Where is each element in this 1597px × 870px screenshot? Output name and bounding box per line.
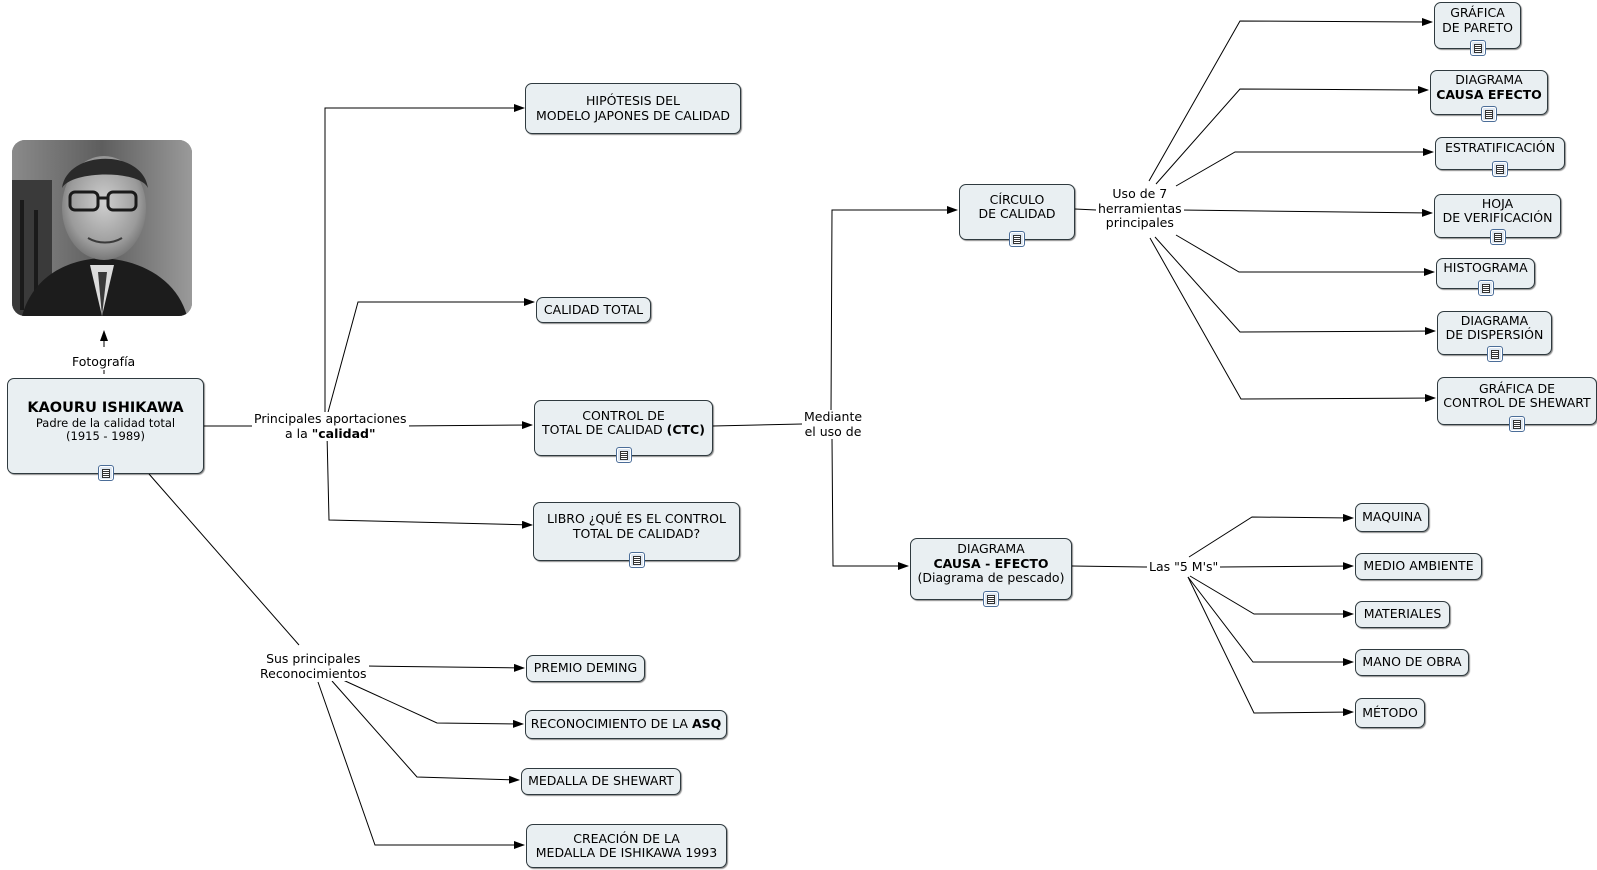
node-reconocimiento-asq[interactable]: RECONOCIMIENTO DE LA ASQ <box>525 710 727 739</box>
node-control-total-de-calidad[interactable]: CONTROL DE TOTAL DE CALIDAD (CTC) <box>534 400 713 463</box>
ishikawa-portrait-photo[interactable] <box>12 140 192 316</box>
node-premio-deming[interactable]: PREMIO DEMING <box>526 655 645 682</box>
node-hoja-de-verificacion[interactable]: HOJA DE VERIFICACIÓN <box>1434 194 1561 245</box>
root-subtitle: Padre de la calidad total <box>35 415 176 430</box>
node-circulo-de-calidad[interactable]: CÍRCULO DE CALIDAD <box>959 184 1075 247</box>
node-grafica-control-shewart[interactable]: GRÁFICA DE CONTROL DE SHEWART <box>1437 377 1597 432</box>
document-icon[interactable] <box>1477 280 1494 296</box>
node-diagrama-causa-efecto-tool[interactable]: DIAGRAMA CAUSA EFECTO <box>1430 70 1548 122</box>
node-libro-que-es-el-control[interactable]: LIBRO ¿QUÉ ES EL CONTROL TOTAL DE CALIDA… <box>533 502 740 568</box>
aportaciones-line1: Principales aportaciones <box>254 411 407 426</box>
document-icon[interactable] <box>615 447 632 463</box>
link-label-mediante: Mediante el uso de <box>802 409 865 439</box>
node-estratificacion[interactable]: ESTRATIFICACIÓN <box>1435 137 1565 177</box>
document-icon[interactable] <box>1009 231 1025 247</box>
node-histograma[interactable]: HISTOGRAMA <box>1436 258 1535 296</box>
link-label-principales-aportaciones: Principales aportaciones a la "calidad" <box>252 411 409 441</box>
link-label-fotografia: Fotografía <box>70 354 138 370</box>
link-label-uso-de-7-herramientas: Uso de 7 herramientas principales <box>1096 186 1184 231</box>
document-icon[interactable] <box>983 591 999 607</box>
document-icon[interactable] <box>1492 161 1508 177</box>
link-label-reconocimientos: Sus principales Reconocimientos <box>258 651 369 681</box>
node-materiales[interactable]: MATERIALES <box>1355 601 1450 628</box>
node-hipotesis-modelo-japones[interactable]: HIPÓTESIS DEL MODELO JAPONES DE CALIDAD <box>525 83 741 134</box>
node-diagrama-de-dispersion[interactable]: DIAGRAMA DE DISPERSIÓN <box>1437 311 1552 362</box>
portrait-image <box>12 140 192 316</box>
document-icon[interactable] <box>628 552 645 568</box>
document-icon[interactable] <box>1509 416 1525 432</box>
node-calidad-total[interactable]: CALIDAD TOTAL <box>536 297 651 323</box>
root-title: KAOURU ISHIKAWA <box>27 399 184 416</box>
root-node-kaouru-ishikawa[interactable]: KAOURU ISHIKAWA Padre de la calidad tota… <box>7 378 204 481</box>
node-mano-de-obra[interactable]: MANO DE OBRA <box>1355 649 1469 676</box>
document-icon[interactable] <box>97 465 114 481</box>
link-label-5-ms: Las "5 M's" <box>1147 559 1221 575</box>
node-medalla-de-ishikawa[interactable]: CREACIÓN DE LA MEDALLA DE ISHIKAWA 1993 <box>526 824 727 868</box>
node-medio-ambiente[interactable]: MEDIO AMBIENTE <box>1355 553 1482 580</box>
document-icon[interactable] <box>1481 106 1497 122</box>
node-diagrama-causa-efecto[interactable]: DIAGRAMA CAUSA - EFECTO (Diagrama de pes… <box>910 538 1072 607</box>
document-icon[interactable] <box>1489 229 1506 245</box>
node-maquina[interactable]: MAQUINA <box>1355 503 1429 532</box>
node-medalla-de-shewart[interactable]: MEDALLA DE SHEWART <box>521 768 681 795</box>
root-years: (1915 - 1989) <box>66 429 145 443</box>
node-grafica-de-pareto[interactable]: GRÁFICA DE PARETO <box>1434 2 1521 56</box>
document-icon[interactable] <box>1469 40 1486 56</box>
document-icon[interactable] <box>1486 346 1503 362</box>
node-metodo[interactable]: MÉTODO <box>1355 698 1425 728</box>
aportaciones-line2: a la "calidad" <box>284 425 376 441</box>
